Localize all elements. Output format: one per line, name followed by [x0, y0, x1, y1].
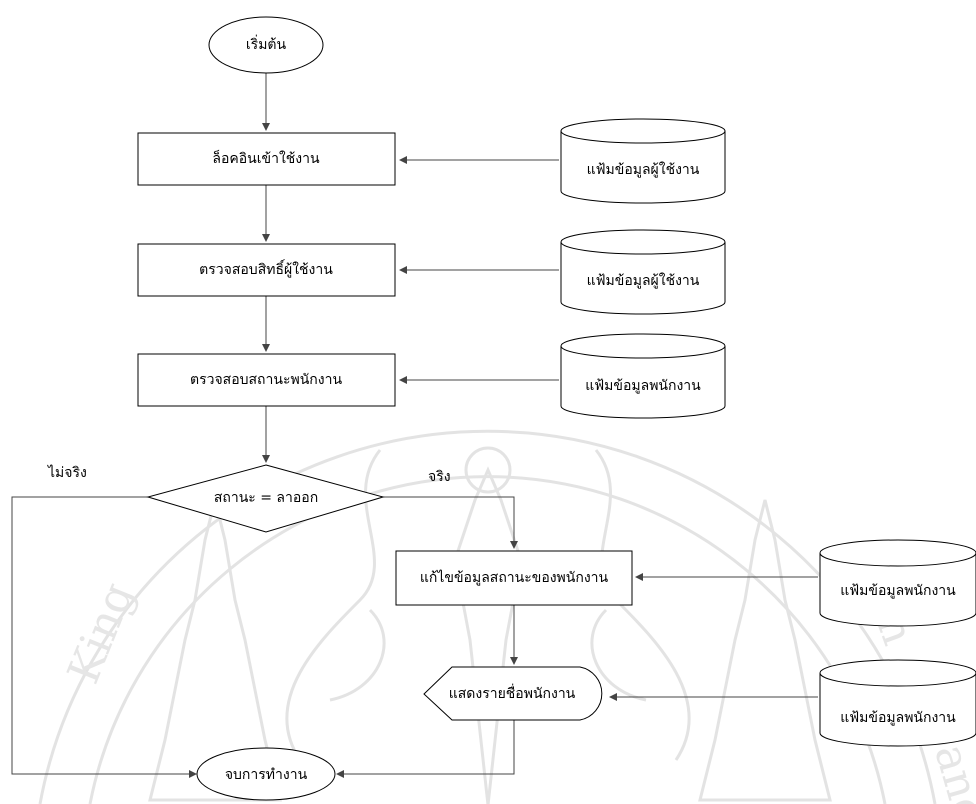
- process-check-permission: ตรวจสอบสิทธิ์ผู้ใช้งาน: [137, 243, 396, 297]
- decision-node: สถานะ = ลาออก: [146, 464, 385, 533]
- login-label: ล็อคอินเข้าใช้งาน: [212, 149, 320, 167]
- check-status-label: ตรวจสอบสถานะพนักงาน: [190, 372, 342, 388]
- check-permission-label: ตรวจสอบสิทธิ์ผู้ใช้งาน: [199, 259, 333, 278]
- start-node: เริ่มต้น: [208, 16, 324, 74]
- datastore-user-file-2: แฟ้มข้อมูลผู้ใช้งาน: [560, 229, 726, 315]
- datastore-employee-file-1: แฟ้มข้อมูลพนักงาน: [560, 333, 726, 419]
- arrow-display-to-end: [336, 720, 515, 778]
- arrow-true-to-edit: [383, 496, 518, 549]
- true-label: จริง: [428, 469, 451, 485]
- display-list-label: แสดงรายชื่อพนักงาน: [449, 684, 576, 702]
- arrow-false-to-end: [11, 496, 197, 778]
- decision-label: สถานะ = ลาออก: [214, 490, 318, 506]
- datastore-employee-file-2: แฟ้มข้อมูลพนักงาน: [819, 539, 976, 627]
- datastore-user-file-1: แฟ้มข้อมูลผู้ใช้งาน: [560, 118, 726, 204]
- end-node: จบการทำงาน: [196, 747, 336, 801]
- start-label: เริ่มต้น: [246, 35, 287, 53]
- process-check-status: ตรวจสอบสถานะพนักงาน: [137, 353, 396, 407]
- datastore-employee-file-3: แฟ้มข้อมูลพนักงาน: [819, 659, 976, 747]
- connectors: [11, 73, 818, 778]
- user-file-2-label: แฟ้มข้อมูลผู้ใช้งาน: [587, 272, 700, 289]
- edit-status-label: แก้ไขข้อมูลสถานะของพนักงาน: [420, 569, 609, 586]
- process-edit-status: แก้ไขข้อมูลสถานะของพนักงาน: [395, 550, 633, 606]
- employee-file-1-label: แฟ้มข้อมูลพนักงาน: [585, 378, 701, 394]
- employee-file-2-label: แฟ้มข้อมูลพนักงาน: [840, 583, 956, 599]
- false-label: ไม่จริง: [47, 464, 87, 481]
- watermark-text-left: King: [58, 576, 144, 691]
- end-label: จบการทำงาน: [225, 767, 308, 783]
- user-file-1-label: แฟ้มข้อมูลผู้ใช้งาน: [587, 161, 700, 178]
- employee-file-3-label: แฟ้มข้อมูลพนักงาน: [840, 710, 956, 726]
- display-node: แสดงรายชื่อพนักงาน: [423, 666, 603, 721]
- process-login: ล็อคอินเข้าใช้งาน: [137, 132, 396, 186]
